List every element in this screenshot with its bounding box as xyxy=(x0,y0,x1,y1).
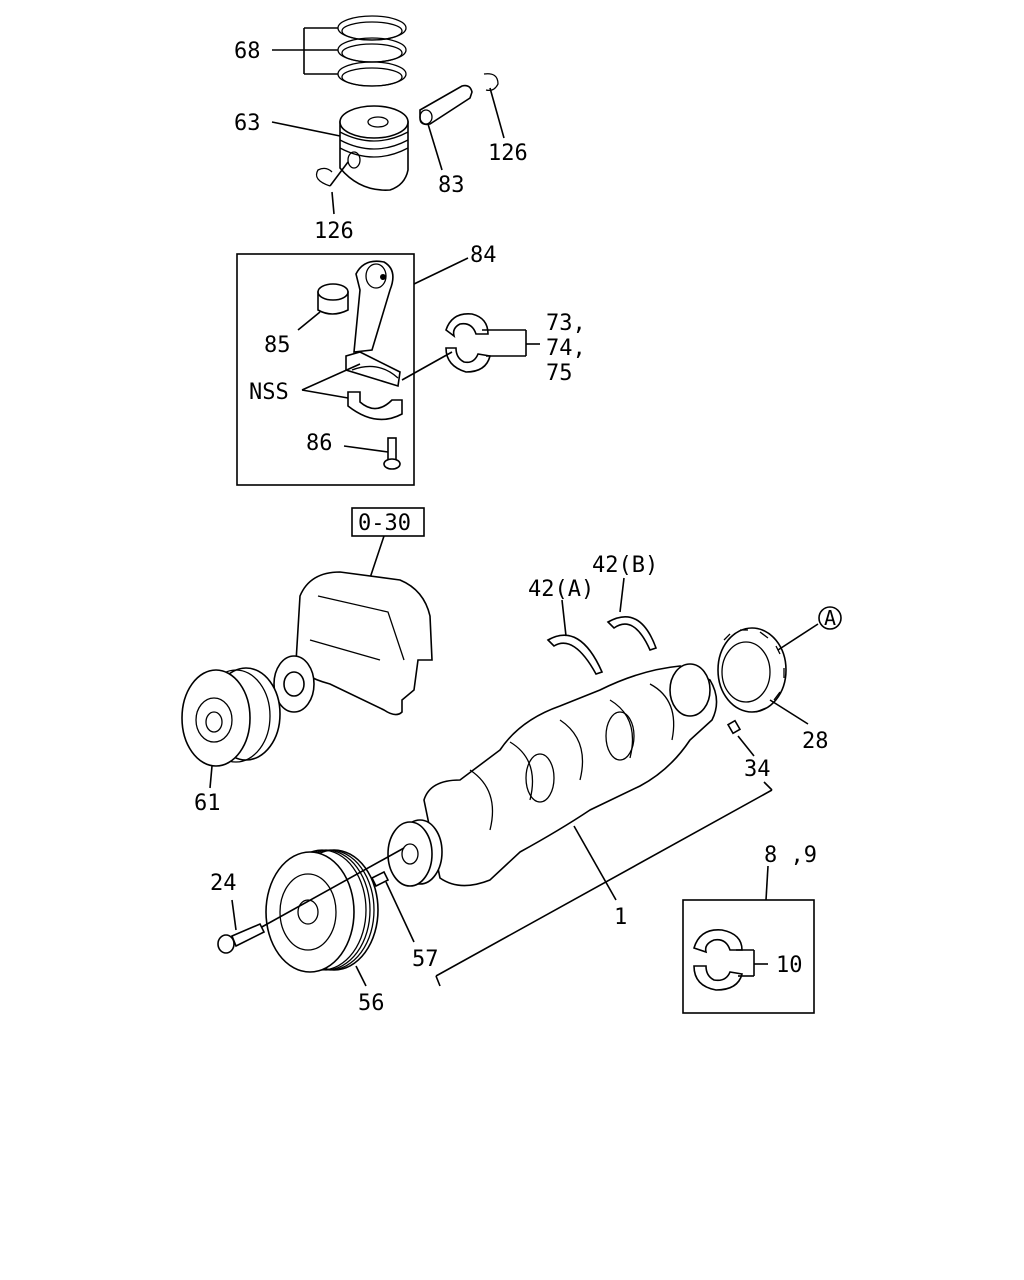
callout-83: 83 xyxy=(438,173,465,198)
woodruff-key-part xyxy=(726,719,742,735)
callout-56: 56 xyxy=(358,991,385,1016)
connecting-rod-part xyxy=(345,260,401,388)
callout-63: 63 xyxy=(234,111,261,136)
main-bearing-box xyxy=(682,899,815,1014)
ref-box-0-30 xyxy=(351,507,425,537)
leader-63 xyxy=(271,121,341,137)
snap-ring-lower-part xyxy=(315,167,333,187)
callout-ref-a: A xyxy=(824,606,836,630)
leader-61 xyxy=(209,765,213,789)
leader-10 xyxy=(736,949,768,977)
leader-nss xyxy=(301,363,361,399)
leader-8-9 xyxy=(765,865,769,901)
leader-68 xyxy=(272,27,338,75)
leader-42a xyxy=(561,599,567,637)
thrust-washer-b-part xyxy=(606,616,658,651)
leader-1-bracket xyxy=(435,781,773,987)
snap-ring-upper-part xyxy=(483,73,499,92)
callout-126-upper: 126 xyxy=(488,141,528,166)
leader-57 xyxy=(385,881,415,943)
leader-84 xyxy=(413,257,469,285)
callout-73: 73, xyxy=(546,311,586,336)
callout-28: 28 xyxy=(802,729,829,754)
leader-snap-ring-link xyxy=(329,161,349,187)
piston-pin-part xyxy=(419,84,473,126)
crank-front-flange-part xyxy=(387,819,443,887)
crank-timing-gear-part xyxy=(717,627,787,713)
main-bearing-part xyxy=(693,929,743,991)
crankshaft-part xyxy=(423,663,718,887)
callout-ref-0-30: 0-30 xyxy=(358,511,411,536)
rod-bolt-part xyxy=(383,437,401,470)
gear-case-housing-part xyxy=(273,571,433,716)
callout-126-lower: 126 xyxy=(314,219,354,244)
crank-pulley-part xyxy=(265,849,379,973)
callout-42a: 42(A) xyxy=(528,577,594,602)
callout-8-9: 8 ,9 xyxy=(764,843,817,868)
small-end-bushing-part xyxy=(317,283,349,315)
callout-74: 74, xyxy=(546,336,586,361)
leader-83 xyxy=(427,123,443,171)
callout-nss: NSS xyxy=(249,380,289,405)
pulley-bolt-part xyxy=(217,922,266,954)
leader-56 xyxy=(355,965,367,987)
callout-85: 85 xyxy=(264,333,291,358)
piston-rings-part xyxy=(337,15,407,87)
callout-68: 68 xyxy=(234,39,261,64)
leader-86 xyxy=(343,445,389,453)
callout-84: 84 xyxy=(470,243,497,268)
leader-73-75 xyxy=(401,329,540,381)
callout-1: 1 xyxy=(614,905,627,930)
callout-61: 61 xyxy=(194,791,221,816)
callout-34: 34 xyxy=(744,757,771,782)
leader-126-upper xyxy=(489,87,505,139)
leader-126-lower xyxy=(331,191,335,215)
callout-10: 10 xyxy=(776,953,803,978)
leader-85 xyxy=(297,311,321,331)
fan-pulley-part xyxy=(181,667,281,767)
callout-24: 24 xyxy=(210,871,237,896)
ref-circle-a xyxy=(818,606,842,630)
leader-34 xyxy=(737,735,755,757)
dowel-pin-part xyxy=(370,870,390,888)
rod-bearing-part xyxy=(445,313,491,373)
connecting-rod-box xyxy=(236,253,415,486)
centerline-pulley xyxy=(259,847,405,929)
connecting-rod-cap-part xyxy=(347,391,403,421)
leader-24 xyxy=(231,899,237,931)
callout-75: 75 xyxy=(546,361,573,386)
thrust-washer-a-part xyxy=(546,634,604,675)
callout-42b: 42(B) xyxy=(592,553,658,578)
leader-28-and-a xyxy=(769,623,819,725)
callout-57: 57 xyxy=(412,947,439,972)
leader-42b xyxy=(619,577,625,613)
callout-86: 86 xyxy=(306,431,333,456)
piston-part xyxy=(339,105,409,191)
